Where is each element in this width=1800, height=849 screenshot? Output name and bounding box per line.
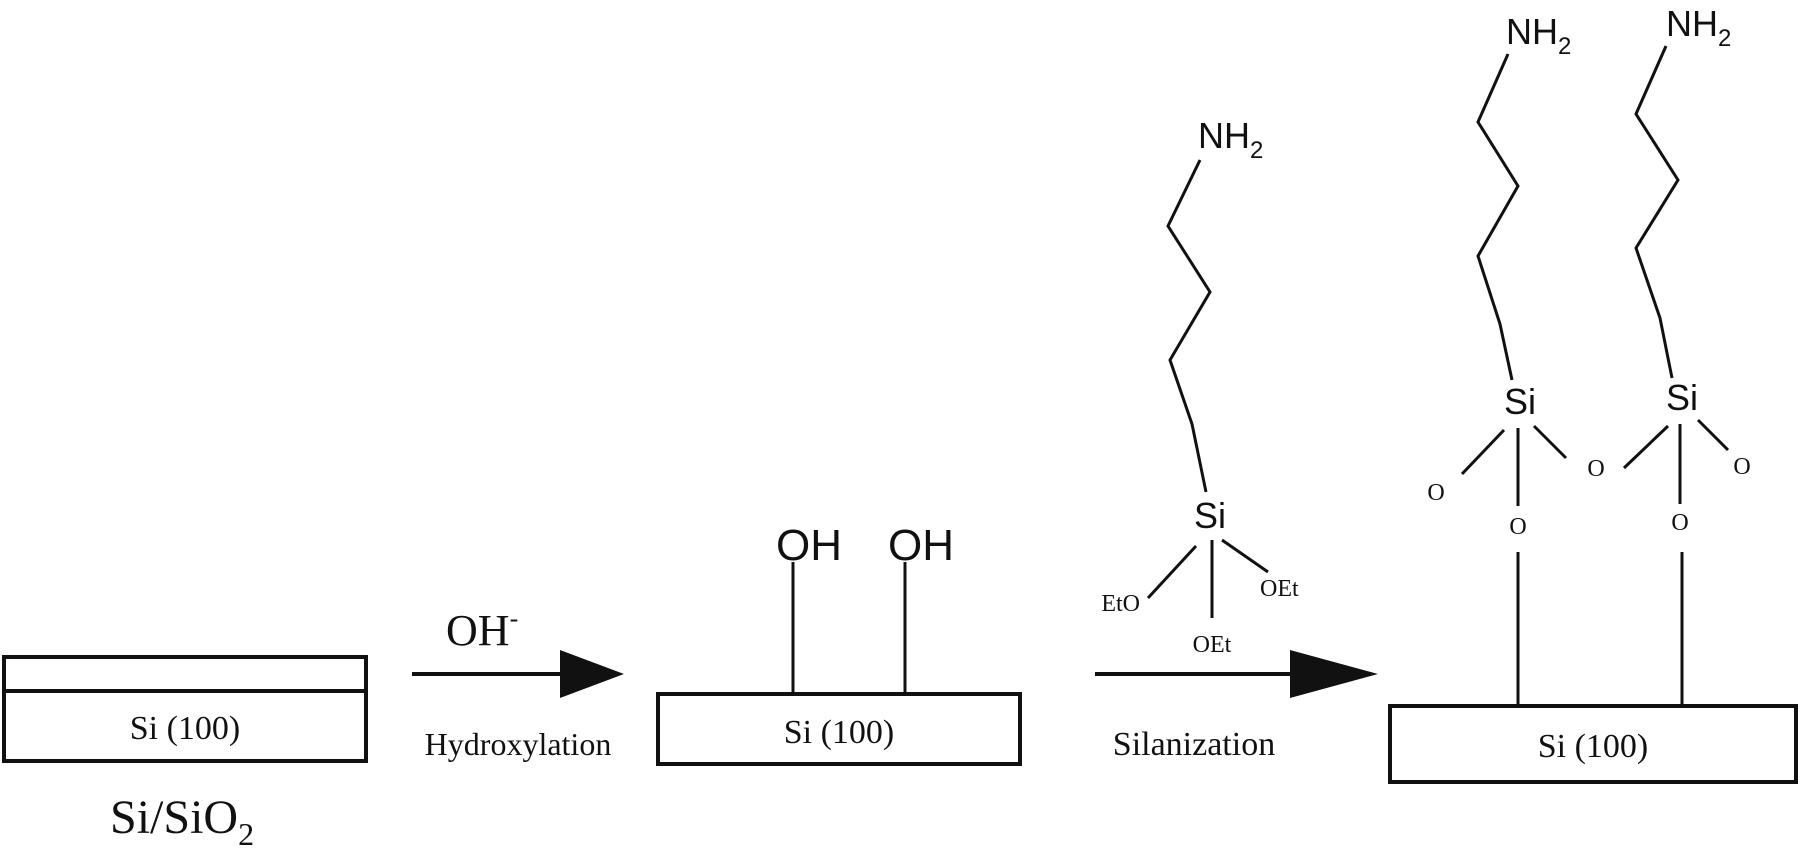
si-o-bond [1696,418,1730,452]
hydroxyl-group: OH [776,521,842,570]
amine-group: NH2 [1198,115,1263,164]
oxygen-atom: O [1427,480,1444,506]
hydroxyl-group: OH [888,521,954,570]
arrow-head [1290,650,1378,698]
silicon-atom: Si [1666,377,1698,418]
propyl-chain [1476,53,1520,381]
sio2-oxide-layer [2,655,368,693]
stage-si-sio2: Si (100) Si/SiO2 [2,655,368,849]
step-label: Hydroxylation [425,726,612,762]
si-o-bond [1532,424,1568,460]
amine-group: NH2 [1666,3,1731,52]
grafted-aptes: NH2 Si O O [1427,11,1571,706]
hydroxide-reagent: OH- [446,604,518,655]
aptes-reagent: NH2 Si EtO OEt OEt [1101,115,1299,658]
propyl-chain [1634,45,1680,379]
substrate-label: Si (100) [784,714,895,751]
silicon-atom: Si [1504,381,1536,422]
oxygen-atom: O [1733,454,1750,480]
amine-group: NH2 [1506,11,1571,60]
oxygen-atom: O [1587,456,1604,482]
si-o-bond [1460,428,1506,476]
substrate-label: Si (100) [130,710,241,747]
si-o-bond [1146,544,1198,600]
arrow-head [560,650,624,698]
ethoxy-group: EtO [1101,591,1140,617]
oxygen-atom: O [1509,514,1526,540]
stage-silanized: NH2 Si O O NH2 Si O O O Si (100) [1388,3,1798,784]
silicon-atom: Si [1194,495,1226,536]
hydroxylation-step: OH- Hydroxylation [412,604,624,762]
grafted-aptes: NH2 Si O O O [1587,3,1751,706]
silicon-substrate [1388,704,1798,784]
silicon-substrate [656,692,1022,766]
stage-hydroxylated: OH OH Si (100) [656,521,1022,766]
ethoxy-group: OEt [1193,632,1232,658]
propyl-chain [1166,159,1212,493]
si-o-bond [1622,424,1670,470]
ethoxy-group: OEt [1260,576,1299,602]
substrate-label: Si (100) [1538,728,1649,765]
step-label: Silanization [1113,726,1275,763]
wafer-caption: Si/SiO2 [110,791,254,849]
silicon-substrate [2,689,368,763]
silanization-step: NH2 Si EtO OEt OEt Silanization [1095,115,1378,763]
oxygen-atom: O [1671,510,1688,536]
si-o-bond [1221,538,1269,574]
